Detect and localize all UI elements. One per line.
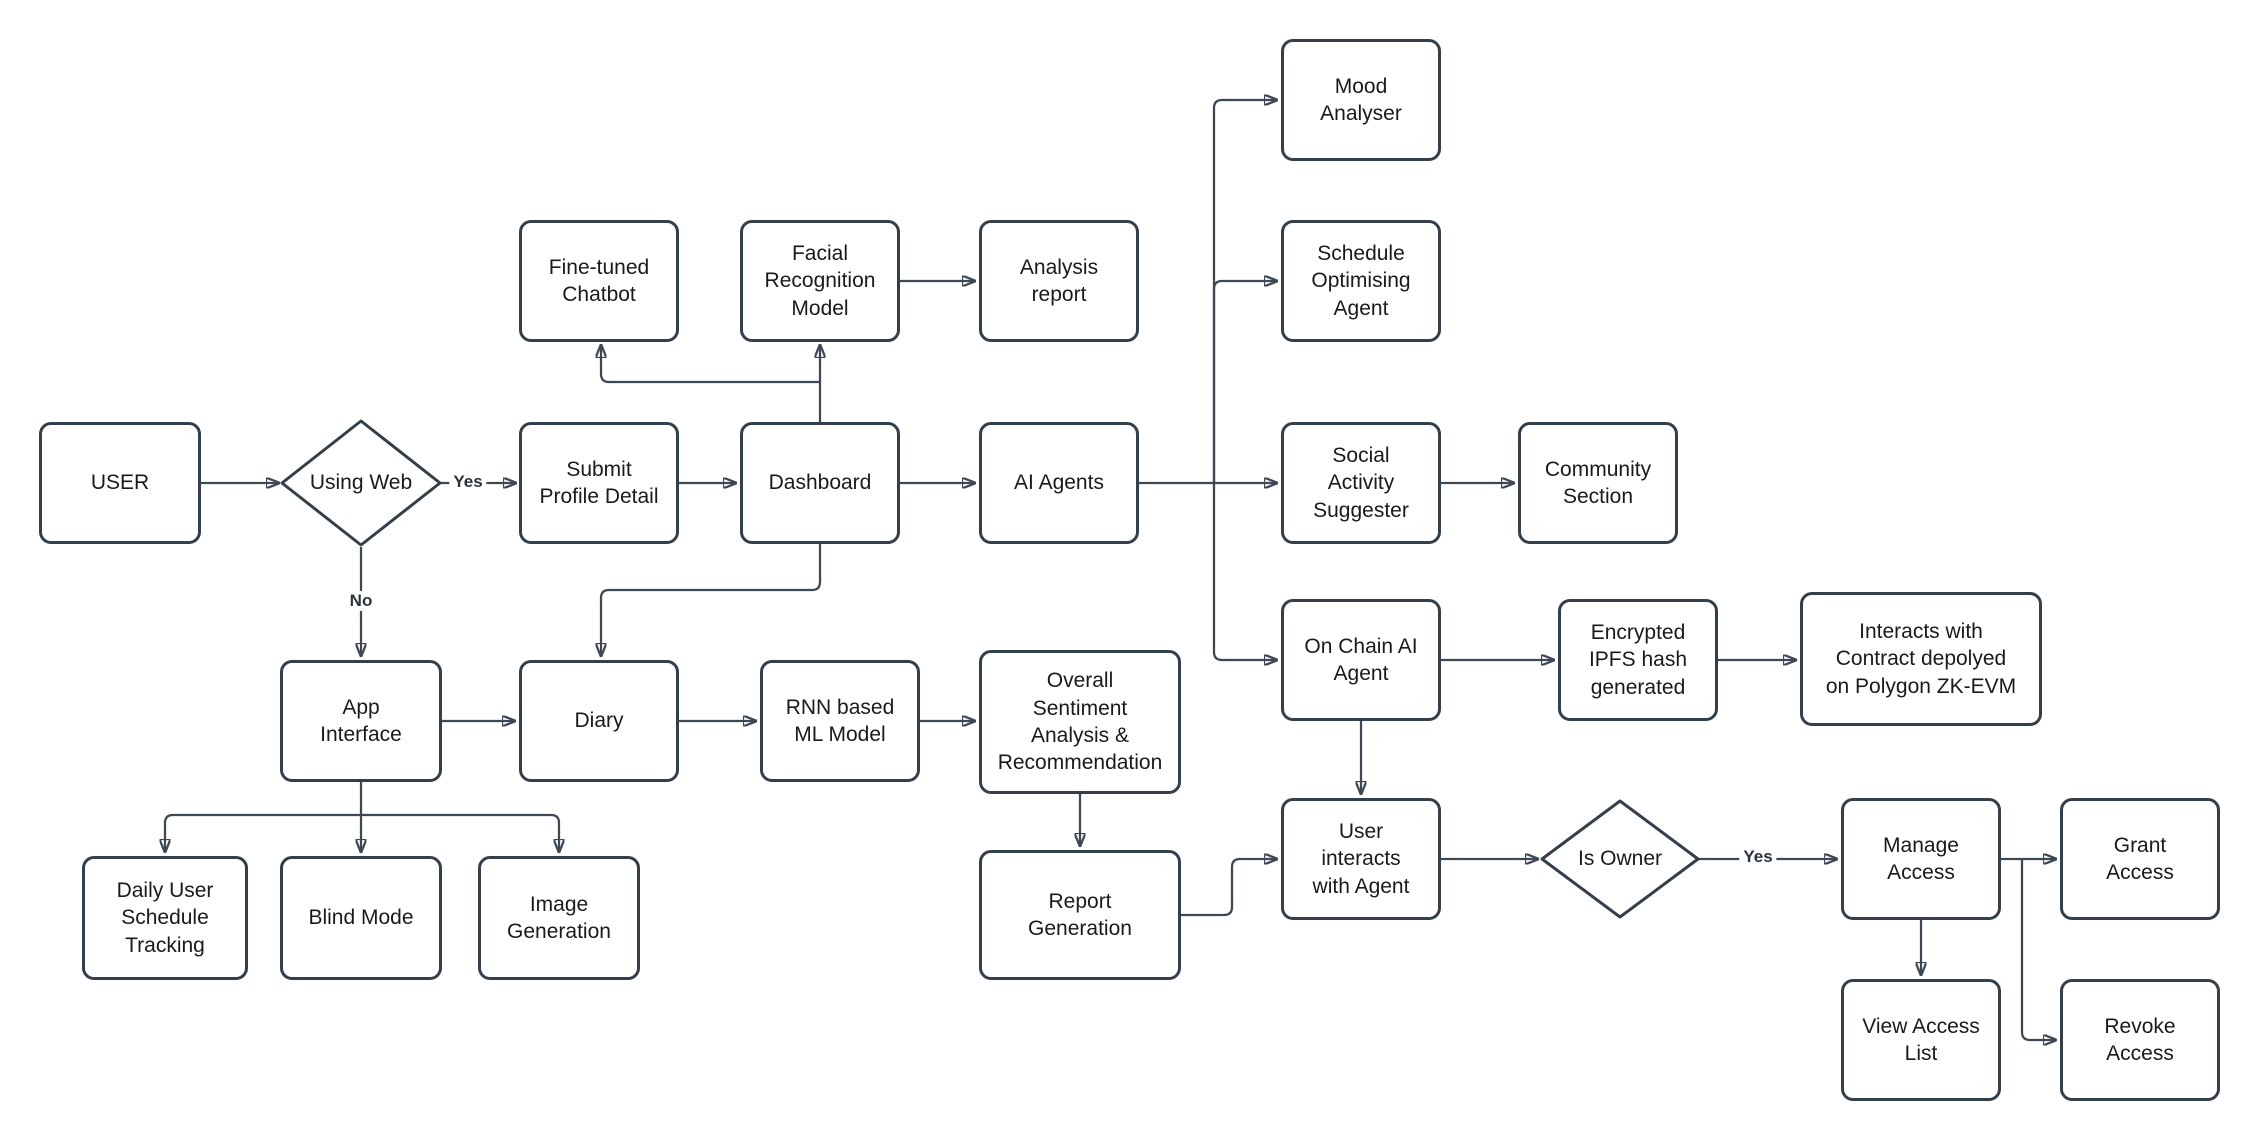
node-dashboard: Dashboard [740, 422, 900, 544]
node-revoke-access: Revoke Access [2060, 979, 2220, 1101]
node-fine-tuned-chatbot-label: Fine-tuned Chatbot [548, 255, 650, 306]
node-submit-profile-label: Submit Profile Detail [539, 457, 659, 508]
edge-app-interface-to-image-generation [361, 813, 559, 852]
node-facial-recognition: Facial Recognition Model [740, 220, 900, 342]
node-mood-analyser-label: Mood Analyser [1320, 74, 1402, 125]
node-manage-access-label: Manage Access [1883, 833, 1959, 884]
node-is-owner-label: Is Owner [1577, 846, 1663, 870]
decision-is-owner-shape [1540, 799, 1700, 919]
node-social-activity: Social Activity Suggester [1281, 422, 1441, 544]
edge-label-is-owner-yes: Yes [1739, 847, 1777, 867]
node-community-section-label: Community Section [1544, 457, 1652, 508]
node-dashboard-label: Dashboard [768, 471, 872, 495]
node-schedule-optimising-label: Schedule Optimising Agent [1311, 242, 1411, 320]
node-blind-mode: Blind Mode [280, 856, 442, 980]
node-report-generation: Report Generation [979, 850, 1181, 980]
node-daily-schedule: Daily User Schedule Tracking [82, 856, 248, 980]
edge-ai-agents-to-mood-analyser [1212, 100, 1277, 483]
node-blind-mode-label: Blind Mode [308, 906, 414, 930]
node-report-generation-label: Report Generation [1028, 889, 1132, 940]
node-rnn-model-label: RNN based ML Model [785, 695, 895, 746]
edge-ai-agents-to-on-chain-agent [1212, 483, 1277, 660]
node-user-label: USER [90, 471, 150, 495]
node-analysis-report-label: Analysis report [1019, 255, 1099, 306]
node-facial-recognition-label: Facial Recognition Model [764, 242, 876, 320]
node-encrypted-ipfs: Encrypted IPFS hash generated [1558, 599, 1718, 721]
node-diary: Diary [519, 660, 679, 782]
node-grant-access-label: Grant Access [2106, 833, 2174, 884]
decision-using-web-shape [280, 419, 442, 547]
edge-ai-agents-to-schedule-optimising [1212, 281, 1277, 483]
node-social-activity-label: Social Activity Suggester [1313, 444, 1409, 522]
node-app-interface-label: App Interface [320, 695, 402, 746]
node-using-web-label: Using Web [309, 470, 413, 494]
node-image-generation: Image Generation [478, 856, 640, 980]
node-user-interacts: User interacts with Agent [1281, 798, 1441, 920]
node-view-access-list: View Access List [1841, 979, 2001, 1101]
node-image-generation-label: Image Generation [507, 892, 611, 943]
node-analysis-report: Analysis report [979, 220, 1139, 342]
node-view-access-list-label: View Access List [1862, 1014, 1980, 1065]
edge-manage-access-to-revoke-access [2020, 859, 2056, 1040]
node-on-chain-agent-label: On Chain AI Agent [1304, 634, 1418, 685]
edge-label-using-web-yes: Yes [449, 472, 487, 492]
edge-dashboard-to-fine-tuned-chatbot [601, 345, 820, 384]
node-manage-access: Manage Access [1841, 798, 2001, 920]
node-diary-label: Diary [574, 709, 624, 733]
edge-app-interface-to-daily-schedule [165, 813, 361, 852]
node-mood-analyser: Mood Analyser [1281, 39, 1441, 161]
node-rnn-model: RNN based ML Model [760, 660, 920, 782]
node-user-interacts-label: User interacts with Agent [1312, 820, 1410, 898]
node-is-owner: Is Owner [1542, 801, 1698, 917]
node-schedule-optimising: Schedule Optimising Agent [1281, 220, 1441, 342]
node-contract-polygon: Interacts with Contract depolyed on Poly… [1800, 592, 2042, 726]
node-community-section: Community Section [1518, 422, 1678, 544]
node-app-interface: App Interface [280, 660, 442, 782]
node-overall-sentiment: Overall Sentiment Analysis & Recommendat… [979, 650, 1181, 794]
node-contract-polygon-label: Interacts with Contract depolyed on Poly… [1825, 620, 2017, 698]
node-overall-sentiment-label: Overall Sentiment Analysis & Recommendat… [997, 669, 1163, 775]
node-grant-access: Grant Access [2060, 798, 2220, 920]
node-encrypted-ipfs-label: Encrypted IPFS hash generated [1588, 621, 1688, 699]
node-ai-agents: AI Agents [979, 422, 1139, 544]
edge-report-generation-to-user-interacts [1181, 859, 1277, 917]
node-on-chain-agent: On Chain AI Agent [1281, 599, 1441, 721]
node-ai-agents-label: AI Agents [1014, 471, 1104, 495]
node-daily-schedule-label: Daily User Schedule Tracking [116, 879, 214, 957]
node-user: USER [39, 422, 201, 544]
node-using-web: Using Web [282, 421, 440, 545]
node-fine-tuned-chatbot: Fine-tuned Chatbot [519, 220, 679, 342]
edge-label-using-web-no: No [345, 591, 377, 611]
edge-dashboard-to-diary [601, 544, 822, 656]
node-revoke-access-label: Revoke Access [2104, 1014, 2176, 1065]
node-submit-profile: Submit Profile Detail [519, 422, 679, 544]
